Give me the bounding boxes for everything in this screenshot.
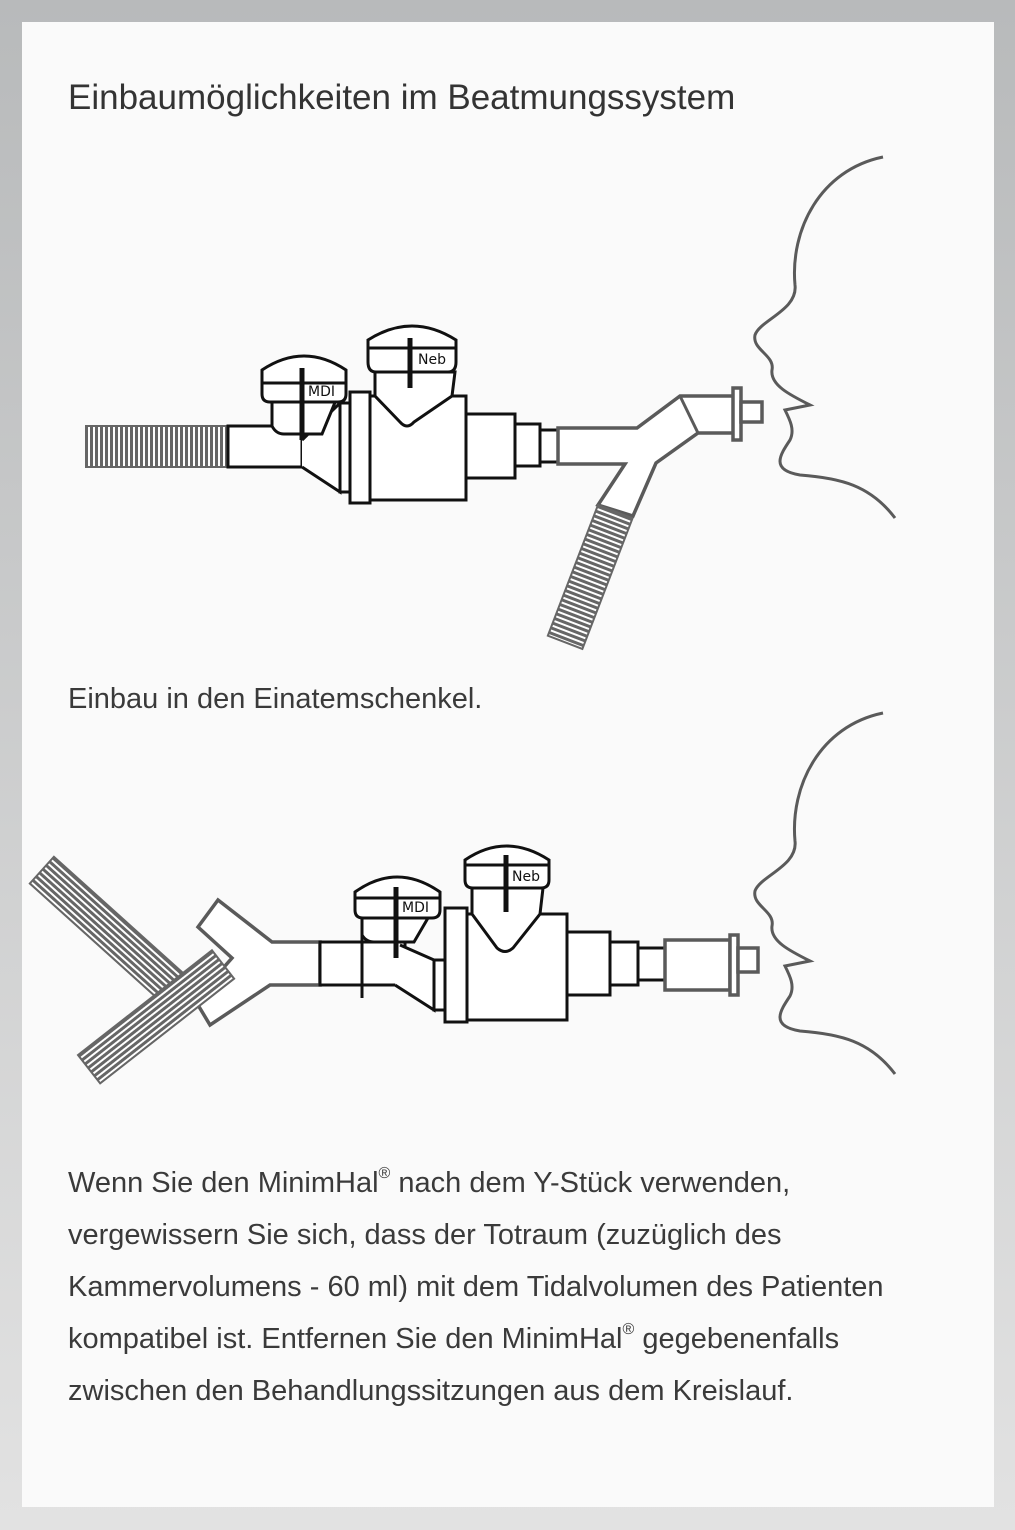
- y-piece: [556, 394, 737, 519]
- patient-head-profile: [753, 155, 897, 519]
- neb-label: Neb: [512, 869, 540, 885]
- expiratory-hose: [546, 503, 634, 651]
- diagram-inspiratory-limb: Neb MDI: [85, 155, 897, 651]
- neb-port: Neb: [463, 844, 551, 912]
- mdi-port: MDI: [260, 354, 348, 440]
- neb-label: Neb: [418, 352, 446, 368]
- registered-mark: ®: [378, 1165, 391, 1182]
- hose-upper: [28, 855, 186, 1003]
- usage-note-paragraph: Wenn Sie den MinimHal® nach dem Y-Stück …: [68, 1157, 948, 1417]
- y-piece: [192, 897, 322, 1028]
- caption-inspiratory-limb: Einbau in den Einatemschenkel.: [68, 683, 483, 715]
- mdi-port: MDI: [353, 875, 442, 998]
- patient-head-profile: [753, 711, 897, 1075]
- neb-port: Neb: [366, 324, 458, 388]
- mdi-label: MDI: [402, 900, 429, 916]
- content-card: [22, 22, 994, 1507]
- diagram-after-y-piece: Neb MDI: [28, 711, 897, 1085]
- ventilator-hose: [85, 425, 229, 468]
- para-part1: Wenn Sie den MinimHal: [68, 1167, 379, 1199]
- hose-lower: [76, 948, 236, 1085]
- page-title: Einbaumöglichkeiten im Beatmungssystem: [68, 78, 736, 117]
- para-part2: nach dem Y-Stück verwenden, vergewissern…: [68, 1167, 884, 1355]
- mdi-label: MDI: [308, 384, 335, 400]
- para-part3: gegebenenfalls zwischen den Behandlungss…: [68, 1323, 840, 1407]
- registered-mark: ®: [622, 1321, 635, 1338]
